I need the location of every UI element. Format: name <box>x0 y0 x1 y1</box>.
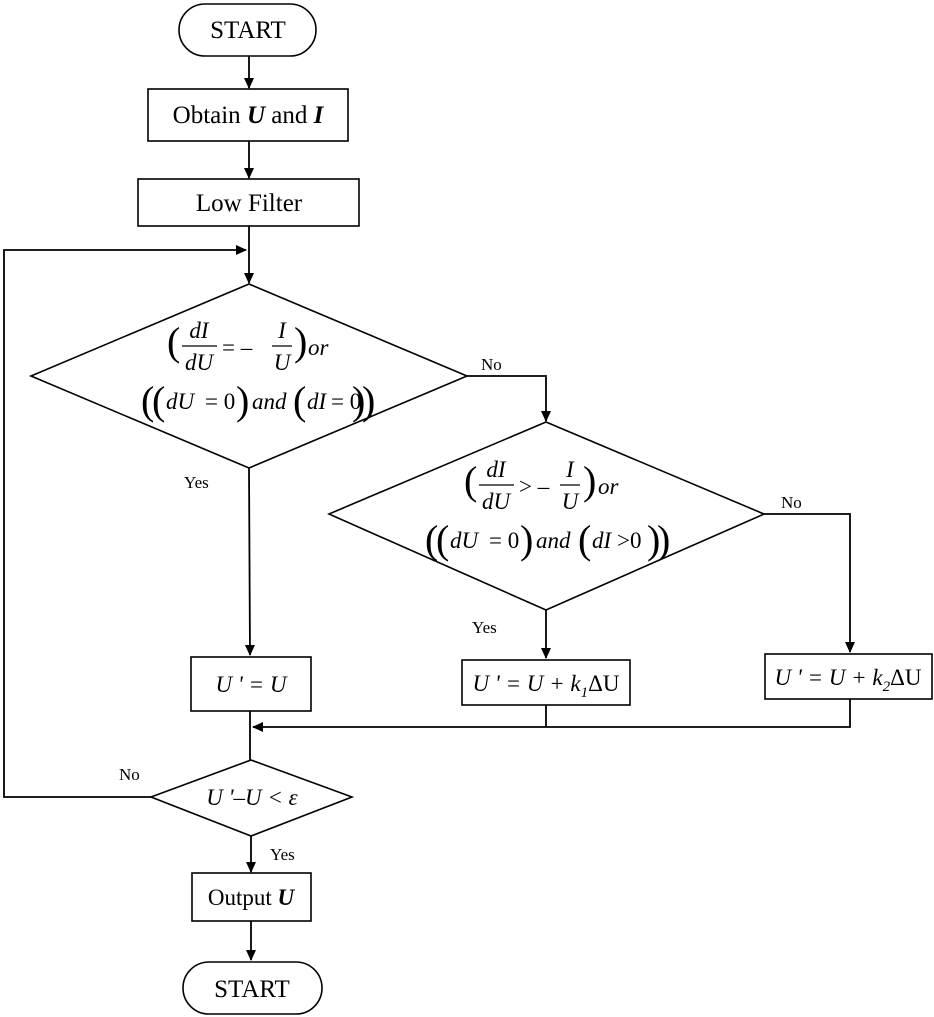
svg-text:dI: dI <box>307 389 328 414</box>
svg-text:(: ( <box>167 319 180 364</box>
decision-1: ( dI dU = – I U ) or ( ( dU = 0 ) and ( … <box>28 283 470 469</box>
connectors <box>3 56 855 961</box>
edge-decision1-no <box>467 375 551 422</box>
svg-text:= 0: = 0 <box>205 389 235 414</box>
edge-decision3-no <box>3 245 247 798</box>
svg-text:dU: dU <box>185 350 215 375</box>
svg-text:(: ( <box>436 517 449 562</box>
svg-text:): ) <box>520 517 533 562</box>
edge-k2-merge <box>252 699 851 732</box>
increment-k2-box: U ' = U + k2ΔU <box>764 653 933 700</box>
label-yes-decision3: Yes <box>270 845 295 864</box>
start-terminal: START <box>178 3 317 57</box>
obtain-label: Obtain U and I <box>173 102 325 129</box>
edge-labels: No Yes No Yes No Yes <box>119 355 802 864</box>
svg-text:(: ( <box>141 378 154 423</box>
increment-k2-label: U ' = U + k2ΔU <box>774 665 921 695</box>
decision-3: U '–U < ε <box>148 759 355 837</box>
keep-label: U ' = U <box>216 672 288 697</box>
svg-text:or: or <box>308 335 330 360</box>
output-label: Output U <box>208 885 296 910</box>
svg-text:): ) <box>657 517 670 562</box>
keep-box: U ' = U <box>190 656 312 712</box>
svg-text:dI: dI <box>486 457 507 482</box>
filter-box: Low Filter <box>137 178 360 227</box>
end-terminal: START <box>182 961 323 1015</box>
svg-text:): ) <box>583 458 596 503</box>
output-box: Output U <box>191 872 312 922</box>
svg-text:U: U <box>562 489 580 514</box>
svg-text:U: U <box>274 350 292 375</box>
svg-text:and: and <box>536 528 571 553</box>
decision-1-condition-line2: ( ( dU = 0 ) and ( dI = 0 ) ) <box>141 378 375 423</box>
svg-text:): ) <box>294 319 307 364</box>
edge-decision1-yes <box>244 467 255 656</box>
label-no-decision1: No <box>481 355 502 374</box>
increment-k1-box: U ' = U + k1ΔU <box>461 659 631 706</box>
edge-decision2-no <box>764 513 855 653</box>
decision-2-condition-line2: ( ( dU = 0 ) and ( dI >0 ) ) <box>425 517 670 562</box>
svg-text:dI: dI <box>189 318 210 343</box>
svg-text:= –: = – <box>222 335 253 360</box>
end-label: START <box>214 976 290 1003</box>
label-yes-decision2: Yes <box>472 618 497 637</box>
svg-text:dI: dI <box>592 528 613 553</box>
svg-text:= 0: = 0 <box>331 389 361 414</box>
decision-2: ( dI dU > – I U ) or ( ( dU = 0 ) and ( … <box>326 421 767 611</box>
decision-3-condition: U '–U < ε <box>206 785 298 810</box>
svg-text:I: I <box>565 457 575 482</box>
obtain-box: Obtain U and I <box>147 88 349 142</box>
svg-text:or: or <box>598 474 620 499</box>
svg-text:(: ( <box>293 378 306 423</box>
decision-1-condition-line1: ( dI dU = – I U ) or <box>167 318 330 375</box>
start-label: START <box>210 17 286 44</box>
svg-text:(: ( <box>152 378 165 423</box>
svg-text:I: I <box>277 318 287 343</box>
increment-k1-label: U ' = U + k1ΔU <box>472 671 619 701</box>
svg-text:dU: dU <box>482 489 512 514</box>
svg-text:): ) <box>647 517 660 562</box>
svg-text:and: and <box>252 389 287 414</box>
svg-text:>0: >0 <box>617 528 641 553</box>
svg-text:): ) <box>362 378 375 423</box>
svg-text:): ) <box>236 378 249 423</box>
label-yes-decision1: Yes <box>184 473 209 492</box>
svg-text:= 0: = 0 <box>489 528 519 553</box>
svg-text:(: ( <box>425 517 438 562</box>
svg-text:dU: dU <box>450 528 480 553</box>
label-no-decision3: No <box>119 765 140 784</box>
decision-2-condition-line1: ( dI dU > – I U ) or <box>464 457 620 514</box>
svg-text:dU: dU <box>166 389 196 414</box>
filter-label: Low Filter <box>196 190 303 217</box>
svg-text:> –: > – <box>519 474 550 499</box>
svg-text:(: ( <box>464 458 477 503</box>
svg-text:(: ( <box>578 517 591 562</box>
svg-text:): ) <box>352 378 365 423</box>
label-no-decision2: No <box>781 493 802 512</box>
